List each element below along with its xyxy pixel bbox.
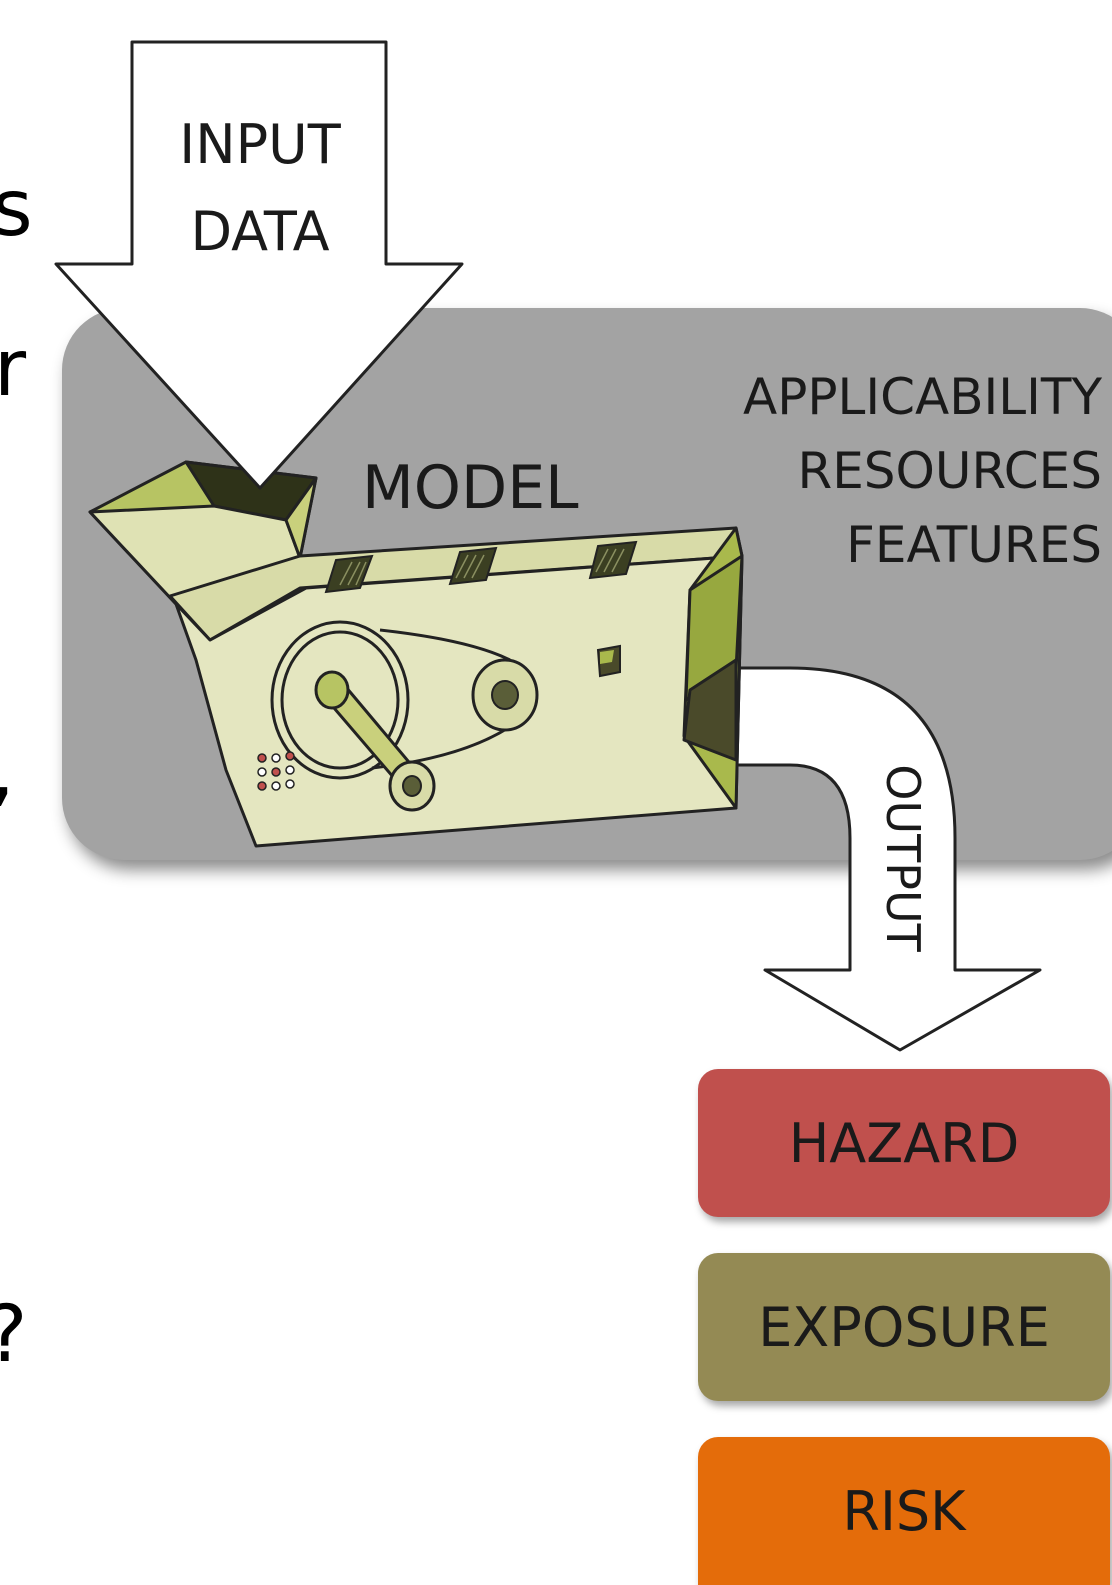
edge-fragment-2: r bbox=[0, 324, 27, 414]
feature-applicability: APPLICABILITY bbox=[743, 368, 1102, 426]
exposure-label: EXPOSURE bbox=[758, 1295, 1050, 1359]
edge-fragment-4: ? bbox=[0, 1296, 27, 1374]
input-arrow-line-2: DATA bbox=[190, 200, 329, 263]
features-list: APPLICABILITY RESOURCES FEATURES bbox=[642, 372, 1102, 594]
risk-box: RISK bbox=[698, 1437, 1110, 1585]
edge-fragment-3: , bbox=[0, 732, 15, 810]
edge-fragment-1: s bbox=[0, 164, 33, 254]
hazard-box: HAZARD bbox=[698, 1069, 1110, 1217]
input-arrow-line-1: INPUT bbox=[179, 113, 341, 176]
feature-resources: RESOURCES bbox=[797, 442, 1102, 500]
hazard-label: HAZARD bbox=[788, 1111, 1020, 1175]
output-arrow-label: OUTPUT bbox=[876, 764, 930, 952]
feature-features: FEATURES bbox=[846, 516, 1102, 574]
risk-label: RISK bbox=[842, 1479, 966, 1543]
exposure-box: EXPOSURE bbox=[698, 1253, 1110, 1401]
model-label: MODEL bbox=[362, 453, 579, 523]
